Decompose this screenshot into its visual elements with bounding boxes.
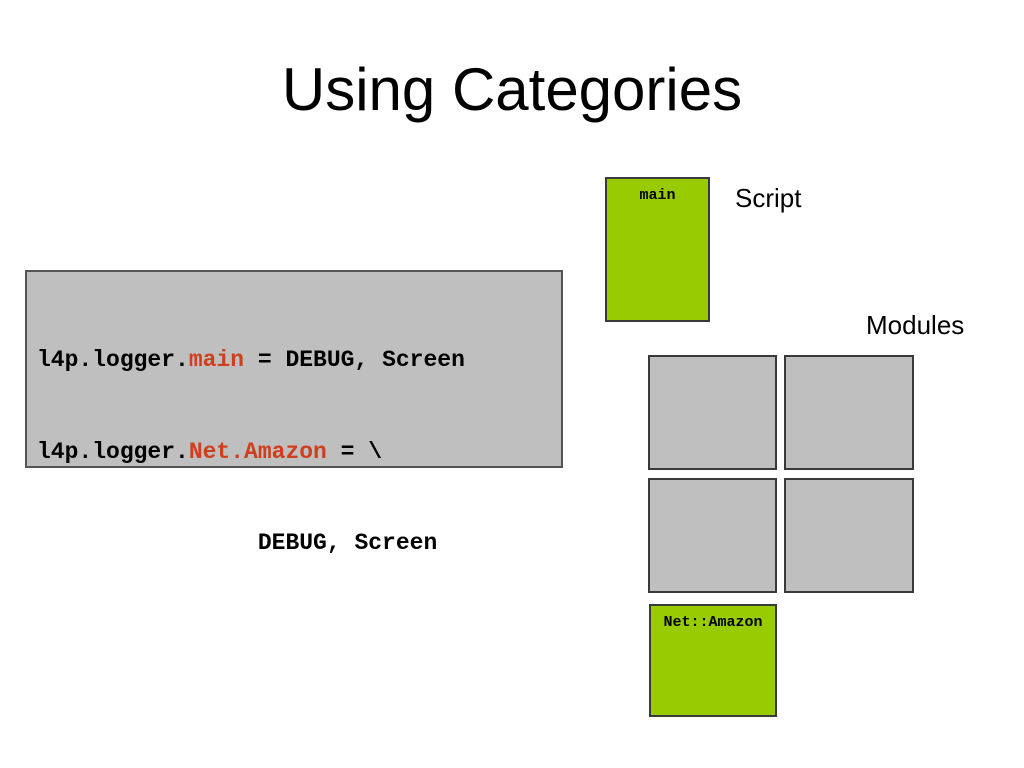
code-line-1: l4p.logger.main = DEBUG, Screen: [37, 345, 551, 376]
code-token-prefix: l4p.logger.: [37, 347, 189, 373]
code-token-prefix: l4p.logger.: [37, 438, 189, 465]
code-line-2: l4p.logger.Net.Amazon = \: [37, 437, 551, 468]
script-caption: Script: [735, 183, 802, 213]
module-box: [648, 478, 777, 593]
code-token-category-net-amazon: Net.Amazon: [188, 438, 327, 465]
net-amazon-module-box: Net::Amazon: [649, 604, 777, 717]
code-token-category-main: main: [188, 347, 245, 373]
code-token-value: = DEBUG, Screen: [244, 347, 465, 373]
code-token-value-wrapped: DEBUG, Screen: [37, 530, 438, 556]
module-box: [648, 355, 777, 470]
code-token-continuation: = \: [326, 438, 383, 465]
module-box: [784, 355, 914, 470]
script-box: main: [605, 177, 710, 322]
net-amazon-module-label: Net::Amazon: [663, 614, 763, 631]
code-line-3: DEBUG, Screen: [37, 528, 551, 559]
code-block: l4p.logger.main = DEBUG, Screen l4p.logg…: [25, 270, 563, 556]
module-box: [784, 478, 914, 593]
script-box-label: main: [639, 187, 676, 204]
page-title: Using Categories: [281, 56, 743, 123]
modules-caption: Modules: [866, 310, 965, 340]
